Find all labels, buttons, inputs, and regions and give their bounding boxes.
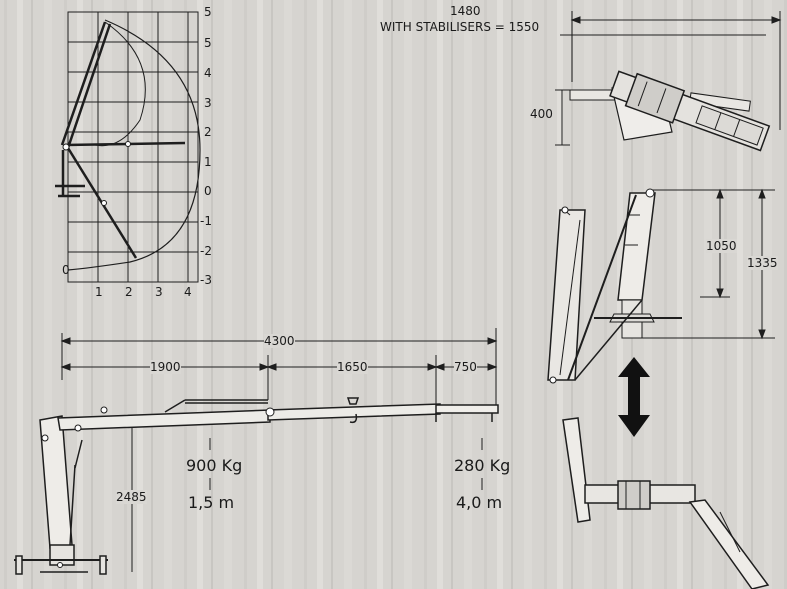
load-chart-y-tick: 1	[204, 155, 212, 169]
load-chart-y-tick: 5	[204, 36, 212, 50]
load-chart-y-tick: -2	[200, 244, 212, 258]
load-1-distance: 1,5 m	[188, 493, 235, 512]
load-1-weight: 900 Kg	[186, 456, 243, 475]
load-chart-y-tick: 0	[204, 184, 212, 198]
load-chart-x-tick: 4	[184, 285, 192, 299]
height-label: 2485	[116, 490, 147, 504]
load-chart-y-tick: 5	[204, 5, 212, 19]
load-chart-x-tick: 3	[155, 285, 163, 299]
load-chart-x-tick: 2	[125, 285, 133, 299]
folded-dim-outer: 1335	[747, 256, 778, 270]
fold-arrow	[618, 357, 650, 437]
segment-3-label: 750	[454, 360, 477, 374]
load-chart-y-tick: -1	[200, 214, 212, 228]
folded-side-drawing	[547, 188, 775, 384]
bottom-right-drawing	[562, 417, 770, 589]
load-chart-y-tick: 3	[204, 96, 212, 110]
extended-side-drawing	[14, 328, 499, 575]
top-view-height-label: 400	[530, 107, 553, 121]
segment-2-label: 1650	[337, 360, 368, 374]
load-chart-y-tick: 4	[204, 66, 212, 80]
top-view-drawing	[555, 11, 782, 152]
load-chart-y-tick: -3	[200, 273, 212, 287]
load-chart-x-tick: 1	[95, 285, 103, 299]
load-chart-y-tick: 2	[204, 125, 212, 139]
load-chart-origin-label: 0	[62, 263, 70, 277]
segment-1-label: 1900	[150, 360, 181, 374]
top-view-stabilisers-label: WITH STABILISERS = 1550	[380, 20, 540, 34]
load-2-distance: 4,0 m	[456, 493, 503, 512]
load-chart	[55, 11, 201, 283]
top-view-width-label: 1480	[450, 4, 481, 18]
total-reach-label: 4300	[264, 334, 295, 348]
load-2-weight: 280 Kg	[454, 456, 511, 475]
folded-dim-inner: 1050	[706, 239, 737, 253]
